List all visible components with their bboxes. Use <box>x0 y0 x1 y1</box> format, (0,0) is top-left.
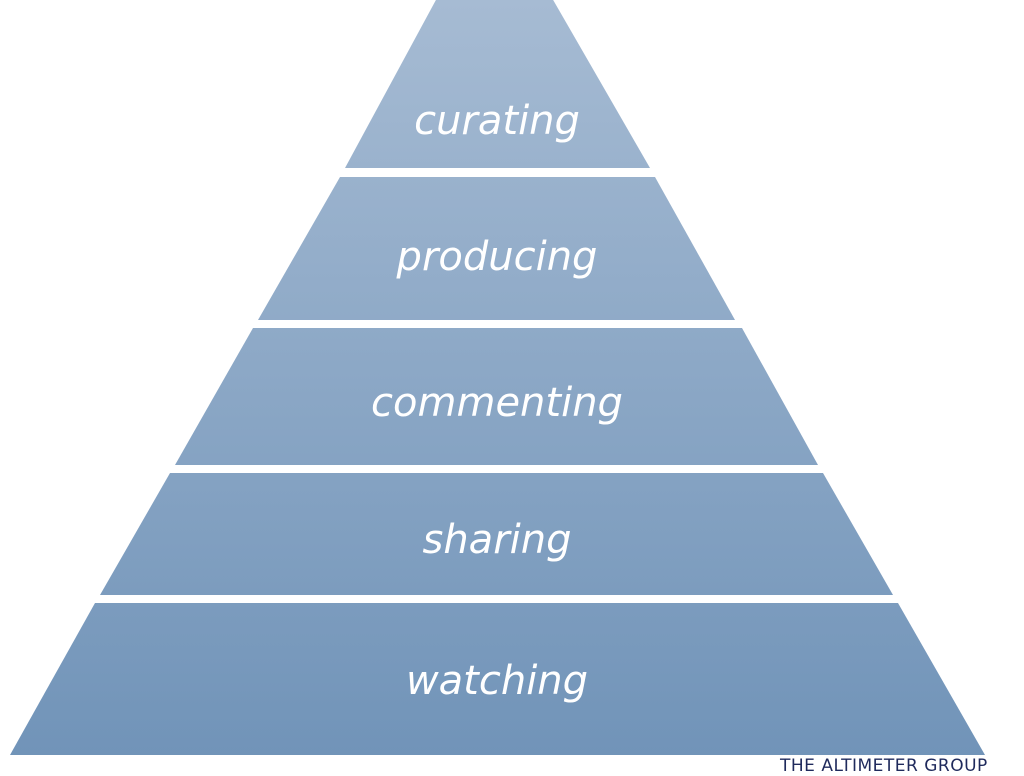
tier-label-curating: curating <box>414 98 580 144</box>
pyramid-tier-sharing <box>100 473 893 595</box>
tier-label-sharing: sharing <box>422 517 571 563</box>
altimeter-credit: THE ALTIMETER GROUP <box>780 756 988 776</box>
tier-label-producing: producing <box>396 234 598 280</box>
pyramid-tier-curating <box>345 0 650 168</box>
tier-label-watching: watching <box>406 658 588 704</box>
pyramid-tier-watching <box>10 603 985 755</box>
pyramid-tier-commenting <box>175 328 818 465</box>
tier-label-commenting: commenting <box>371 380 623 426</box>
pyramid-tier-producing <box>258 177 735 320</box>
